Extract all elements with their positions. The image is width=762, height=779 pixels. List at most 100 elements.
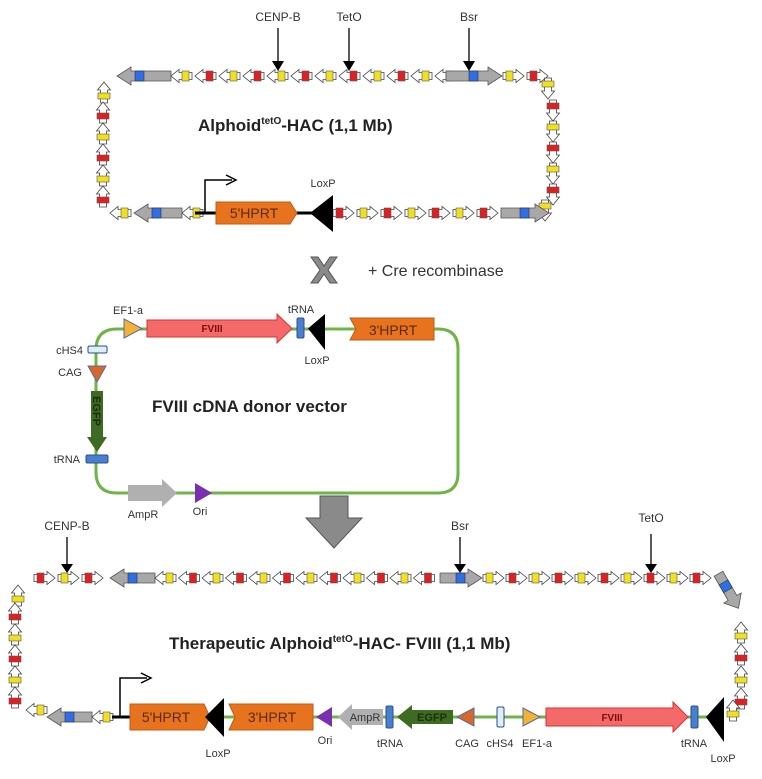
alphoid-repeat-unit <box>540 77 556 100</box>
cross-recombination-icon <box>310 256 338 284</box>
bsr-gene-arrow <box>500 203 550 223</box>
bsr-band <box>718 579 733 594</box>
ampr-label: AmpR <box>350 712 381 724</box>
alphoid-repeat-unit <box>242 68 265 84</box>
ef1a-label: EF1-a <box>522 738 553 750</box>
loxp-triangle-icon <box>308 314 325 350</box>
repeat-band <box>734 676 748 684</box>
box-label: 5'HPRT <box>142 709 191 725</box>
cag-promoter-icon <box>455 707 475 727</box>
marker-label: Bsr <box>451 519 469 533</box>
alphoid-repeat-unit <box>545 120 561 143</box>
alphoid-repeat-unit <box>25 702 48 718</box>
repeat-band <box>529 70 538 82</box>
bsr-gene-arrow <box>133 203 183 223</box>
loxp-label: LoxP <box>710 753 735 765</box>
cre-recombinase-label: + Cre recombinase <box>368 263 504 280</box>
trna-element <box>296 317 305 339</box>
alphoid-repeat-unit <box>314 68 337 84</box>
marker-label: Bsr <box>460 10 478 24</box>
alphoid-repeat-unit <box>290 68 313 84</box>
repeat-band <box>60 572 69 584</box>
alphoid-repeat-unit <box>57 570 80 586</box>
trna-label: tRNA <box>288 304 315 316</box>
marker-label: CENP-B <box>44 519 89 533</box>
alphoid-repeat-unit <box>476 205 499 221</box>
alphoid-repeat-unit <box>7 602 23 625</box>
repeat-band <box>8 697 22 705</box>
repeat-band <box>505 70 514 82</box>
bottom-3hprt-box: 3'HPRT <box>228 703 314 731</box>
trna-label: tRNA <box>377 738 404 750</box>
alphoid-repeat-unit <box>428 205 451 221</box>
repeat-band <box>120 207 129 219</box>
alphoid-repeat-unit <box>380 205 403 221</box>
chs4-insulator <box>87 345 108 354</box>
repeat-band <box>212 572 221 584</box>
bottom-5hprt-box: 5'HPRT <box>129 703 211 731</box>
marker-label: TetO <box>336 10 361 24</box>
alphoid-repeat-unit <box>574 570 597 586</box>
repeat-band <box>8 634 22 642</box>
top-alphoid-repeats <box>95 66 561 223</box>
fviii-gene-arrow <box>545 700 689 734</box>
alphoid-repeat-unit <box>528 570 551 586</box>
repeat-band <box>397 70 406 82</box>
alphoid-repeat-unit <box>545 99 561 122</box>
alphoid-repeat-unit <box>338 68 361 84</box>
donor-title: FVIII cDNA donor vector <box>152 397 347 416</box>
alphoid-repeat-unit <box>95 101 111 124</box>
repeat-band <box>623 572 632 584</box>
alphoid-repeat-unit <box>332 205 355 221</box>
top-5hprt-box: 5'HPRT <box>215 201 298 225</box>
repeat-band <box>508 572 517 584</box>
repeat-band <box>189 572 197 584</box>
alphoid-repeat-unit <box>597 570 620 586</box>
repeat-band <box>84 572 93 584</box>
promoter-arrow-icon <box>119 677 147 717</box>
alphoid-repeat-unit <box>733 665 749 688</box>
bsr-band <box>468 70 479 82</box>
egfp-label: EGFP <box>417 712 447 724</box>
ef1a-promoter-icon <box>123 318 144 339</box>
repeat-band <box>669 572 678 584</box>
alphoid-repeat-unit <box>10 584 26 607</box>
repeat-band <box>407 207 416 219</box>
marker-arrowhead-icon <box>645 564 657 573</box>
trna-element <box>690 705 699 729</box>
bsr-band <box>519 207 530 219</box>
alphoid-repeat-unit <box>733 621 749 644</box>
alphoid-repeat-unit <box>412 570 435 586</box>
repeat-band <box>541 80 555 88</box>
bsr-gene-arrow <box>445 66 503 86</box>
repeat-band <box>554 572 563 584</box>
bsr-band <box>64 711 75 723</box>
ef1a-promoter-icon <box>522 707 542 727</box>
trna-element <box>385 705 394 729</box>
repeat-arrow-icon <box>7 623 23 646</box>
repeat-band <box>577 572 586 584</box>
repeat-band <box>431 207 440 219</box>
repeat-arrow-icon <box>95 101 111 124</box>
repeat-band <box>36 572 45 584</box>
repeat-arrow-icon <box>7 644 23 667</box>
repeat-band <box>646 572 655 584</box>
alphoid-repeat-unit <box>452 205 475 221</box>
repeat-band <box>377 572 385 584</box>
chs4-label: cHS4 <box>56 345 83 357</box>
ampr-gene-arrow <box>128 479 177 507</box>
ori-label: Ori <box>193 506 208 518</box>
repeat-band <box>277 70 286 82</box>
ampr-gene-arrow <box>338 704 383 730</box>
repeat-band <box>734 632 748 640</box>
donor-vector: EF1-a FVIII tRNA LoxP 3'HPRT cHS4 CAG EG… <box>54 304 460 521</box>
chs4-insulator <box>496 706 505 728</box>
loxp-triangle-icon <box>205 698 224 737</box>
alphoid-repeat-unit <box>7 623 23 646</box>
repeat-band <box>734 654 748 662</box>
recombination-step: + Cre recombinase <box>310 256 504 284</box>
alphoid-repeat-unit <box>342 570 365 586</box>
repeat-band <box>424 572 432 584</box>
repeat-band <box>11 595 25 603</box>
